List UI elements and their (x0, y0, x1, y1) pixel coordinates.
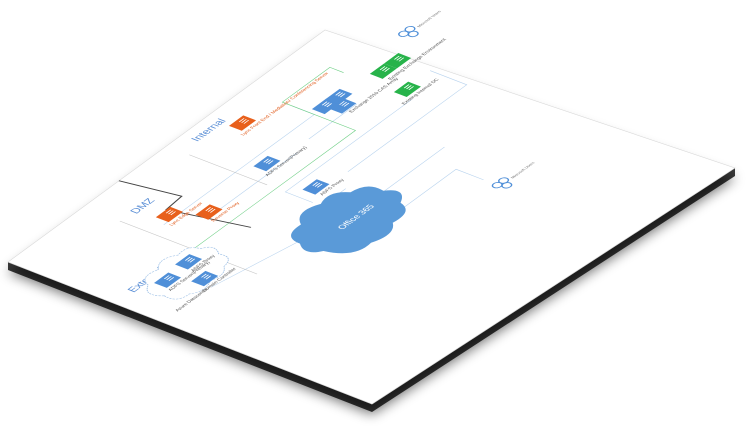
line-internal-bus-2 (347, 70, 468, 172)
line-internal-bus (284, 99, 413, 203)
line-dmz-divider (119, 220, 258, 275)
logo-top: Microsoft Users (398, 10, 443, 38)
o365-cloud-shape (291, 186, 406, 254)
office365-cloud: Office 365 (291, 186, 406, 254)
line-azure-to-o365 (210, 236, 309, 288)
line-internal-divider (189, 154, 268, 186)
line-proxy-to-adfs (210, 152, 298, 217)
azure-datacenter: Azure Datacenter ADFS Server(Primary) AD… (144, 246, 239, 312)
logo-top-label: Microsoft Users (416, 10, 443, 28)
line-o365-users (392, 168, 484, 216)
